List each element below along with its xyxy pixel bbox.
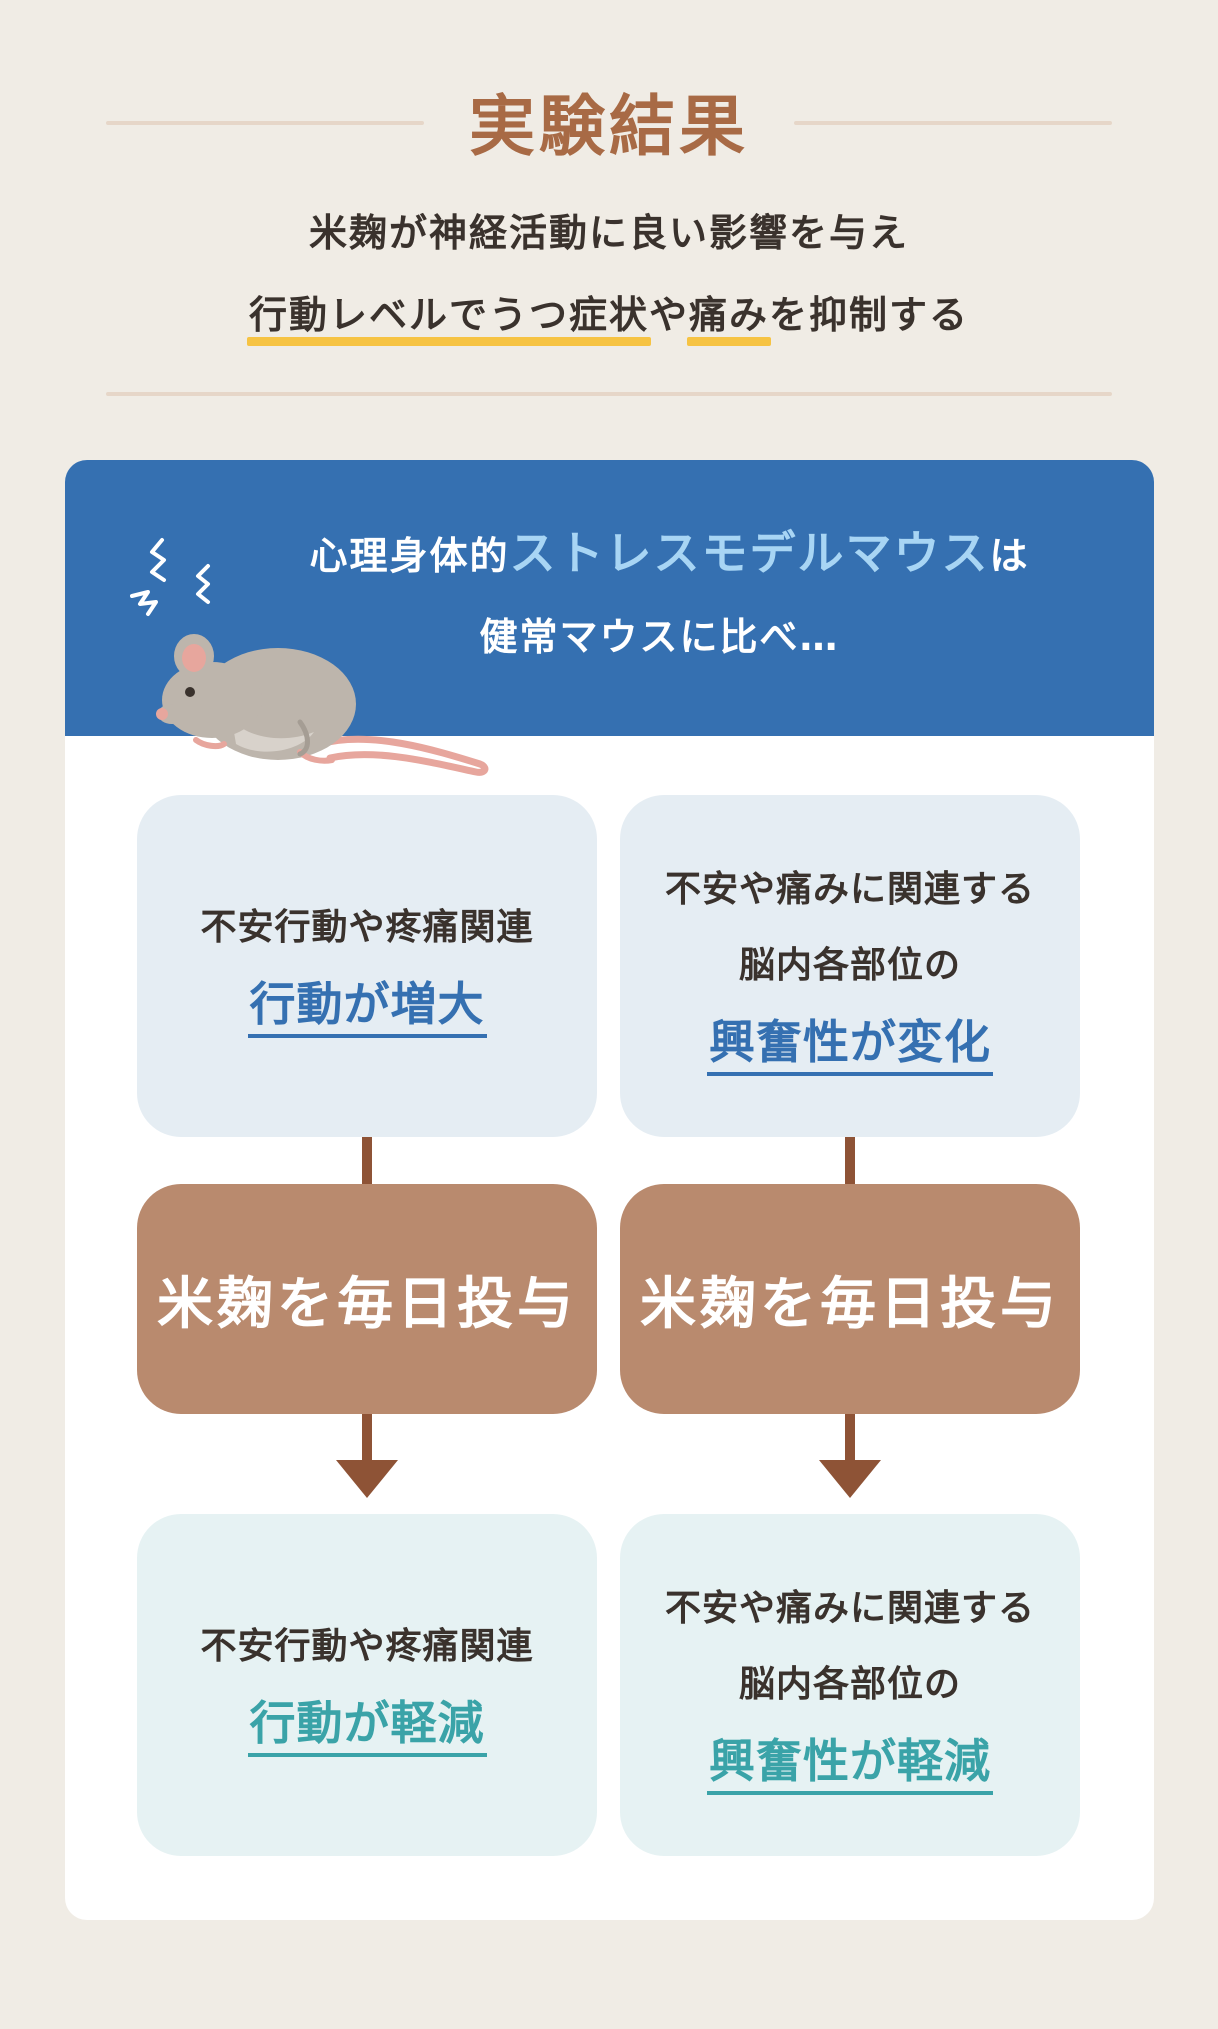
right-after-text-2: 脳内各部位の — [738, 1664, 961, 1705]
left-treatment-box: 米麹を毎日投与 — [137, 1184, 597, 1414]
model-name-highlight: ストレスモデルマウス — [509, 526, 990, 580]
right-before-text-1: 不安や痛みに関連する — [664, 869, 1035, 910]
down-arrow-icon — [819, 1460, 881, 1498]
right-after-emphasis: 興奮性が軽減 — [707, 1731, 993, 1795]
mouse-illustration — [156, 634, 489, 776]
page-title: 実験結果 — [469, 88, 749, 165]
right-before-emphasis-wrap: 興奮性が変化 — [707, 1004, 993, 1080]
model-line-1: 心理身体的ストレスモデルマウスは — [65, 526, 1154, 583]
left-before-text: 不安行動や疼痛関連 — [200, 907, 534, 948]
right-after-emphasis-wrap: 興奮性が軽減 — [707, 1723, 993, 1799]
left-before-emphasis-wrap: 行動が増大 — [247, 966, 487, 1042]
model-suffix: は — [989, 534, 1030, 578]
right-treatment-box: 米麹を毎日投与 — [620, 1184, 1080, 1414]
right-before-box: 不安や痛みに関連する 脳内各部位の 興奮性が変化 — [620, 795, 1080, 1137]
model-prefix: 心理身体的 — [309, 534, 510, 578]
right-after-box: 不安や痛みに関連する 脳内各部位の 興奮性が軽減 — [620, 1514, 1080, 1856]
summary-highlight-depression: 行動レベルでうつ症状 — [246, 288, 652, 346]
left-before-box: 不安行動や疼痛関連 行動が増大 — [137, 795, 597, 1137]
right-connector-line — [845, 1137, 855, 1184]
title-rule-right — [794, 121, 1112, 125]
summary-connector: や — [648, 293, 689, 337]
left-before-emphasis: 行動が増大 — [247, 974, 487, 1038]
summary-line-1: 米麹が神経活動に良い影響を与え — [308, 211, 909, 255]
title-rule-left — [106, 121, 424, 125]
right-after-text-1: 不安や痛みに関連する — [664, 1588, 1035, 1629]
left-after-emphasis: 行動が軽減 — [247, 1693, 487, 1757]
stress-zigzag-icon — [130, 538, 210, 616]
summary-rule-bottom — [106, 392, 1112, 396]
left-arrow-stem — [362, 1414, 372, 1462]
right-before-text-2: 脳内各部位の — [738, 945, 961, 986]
summary-line-2: 行動レベルでうつ症状や痛みを抑制する — [0, 288, 1218, 346]
summary-highlight-pain: 痛み — [686, 288, 772, 346]
left-after-box: 不安行動や疼痛関連 行動が軽減 — [137, 1514, 597, 1856]
left-after-text: 不安行動や疼痛関連 — [200, 1626, 534, 1667]
summary-ending: を抑制する — [769, 293, 970, 337]
model-line-2: 健常マウスに比べ… — [479, 615, 840, 659]
right-before-emphasis: 興奮性が変化 — [707, 1012, 993, 1076]
right-arrow-stem — [845, 1414, 855, 1462]
down-arrow-icon — [336, 1460, 398, 1498]
left-after-emphasis-wrap: 行動が軽減 — [247, 1685, 487, 1761]
left-connector-line — [362, 1137, 372, 1184]
